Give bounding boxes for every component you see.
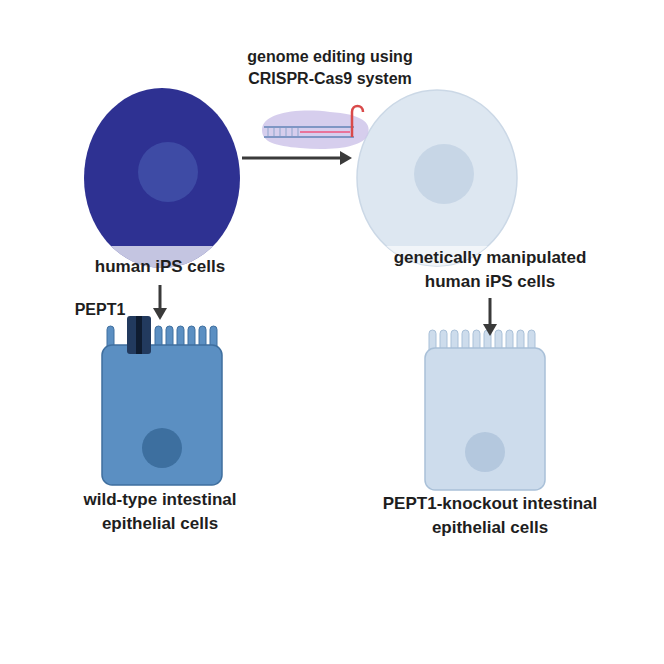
cell-label: wild-type intestinal epithelial cells: [55, 488, 265, 536]
arrow-shaft: [489, 298, 492, 326]
method-label: genome editing using CRISPR-Cas9 system: [247, 46, 413, 90]
arrow-head: [483, 324, 497, 336]
wild-type-cell: [102, 326, 222, 485]
dna-rung: [267, 127, 268, 137]
knockout-cell-node: PEPT1-knockout intestinal epithelial cel…: [357, 336, 623, 544]
crispr-icon: [262, 106, 369, 149]
knockout-cell: [425, 330, 545, 490]
arrow-shaft: [242, 157, 342, 160]
cell-label: PEPT1-knockout intestinal epithelial cel…: [357, 492, 623, 540]
edited-ips-cell-node: genetically manipulated human iPS cells: [352, 90, 628, 298]
dna-rung: [279, 127, 280, 137]
cell-label: genetically manipulated human iPS cells: [373, 246, 608, 294]
arrow-shaft: [159, 285, 162, 310]
wild-type-cell-node: wild-type intestinal epithelial cells: [55, 320, 265, 540]
dna-rung: [285, 127, 286, 137]
dna-rung: [273, 127, 274, 137]
arrow-head: [153, 308, 167, 320]
process-arrow: [483, 298, 497, 336]
process-arrow: [242, 151, 352, 165]
dna-rung: [297, 127, 298, 137]
ips-cell-node: human iPS cells: [78, 85, 242, 285]
process-arrow: [153, 285, 167, 320]
pept1-transporter: [127, 316, 151, 354]
cell-label: human iPS cells: [78, 255, 242, 279]
ips-cell: [70, 88, 260, 290]
arrow-head: [340, 151, 352, 165]
dna-rung: [291, 127, 292, 137]
protein-label: PEPT1: [70, 300, 130, 320]
